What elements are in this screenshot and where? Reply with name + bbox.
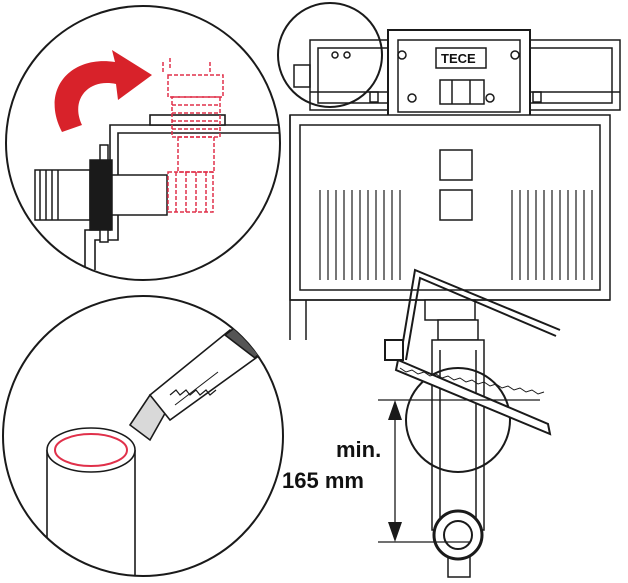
valve-connector: [34, 144, 168, 243]
dimension-arrow-up: [388, 400, 402, 420]
pipe-end-bore: [443, 520, 473, 550]
detail-callout-circle: [277, 2, 383, 108]
vent-grille-right: [511, 190, 593, 280]
cut-callout-circle: [405, 367, 511, 473]
pipe-segment: [46, 427, 136, 576]
hacksaw-icon: [384, 268, 561, 436]
dashed-fitting: [162, 58, 224, 213]
rotation-arrow-icon: [54, 50, 153, 132]
detail-circle-fitting: [5, 5, 281, 281]
dimension-label-value: 165 mm: [282, 468, 364, 493]
vent-grille-left: [319, 190, 401, 280]
cistern-frame: [289, 29, 621, 340]
dimension-label-min: min.: [336, 437, 382, 462]
dimension-arrow-down: [388, 522, 402, 542]
pipe-cut-edge: [54, 433, 128, 467]
dimension-lines: [378, 399, 540, 543]
pipe-end-ring: [432, 509, 484, 561]
brand-logo: TECE: [441, 51, 476, 66]
